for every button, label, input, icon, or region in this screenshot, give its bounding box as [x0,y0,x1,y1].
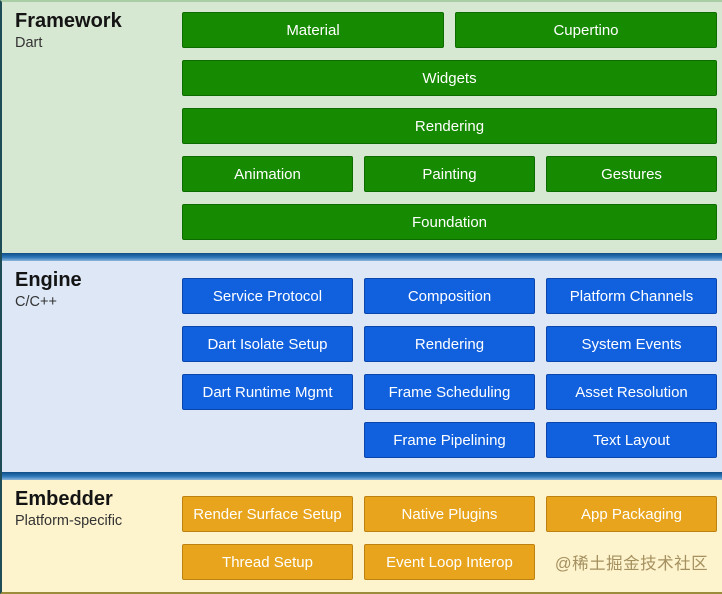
node-thread-setup: Thread Setup [182,544,353,580]
engine-subtitle: C/C++ [15,294,57,310]
node-render-surface-setup: Render Surface Setup [182,496,353,532]
node-dart-runtime-mgmt: Dart Runtime Mgmt [182,374,353,410]
watermark: @稀土掘金技术社区 [554,555,709,573]
node-system-events: System Events [546,326,717,362]
node-rendering-framework: Rendering [182,108,717,144]
node-asset-resolution: Asset Resolution [546,374,717,410]
embedder-title: Embedder [15,488,113,510]
node-dart-isolate-setup: Dart Isolate Setup [182,326,353,362]
node-animation: Animation [182,156,353,192]
node-frame-scheduling: Frame Scheduling [364,374,535,410]
node-text-layout: Text Layout [546,422,717,458]
node-native-plugins: Native Plugins [364,496,535,532]
engine-title: Engine [15,269,82,291]
engine-nodes: Service Protocol Composition Platform Ch… [182,261,717,472]
node-app-packaging: App Packaging [546,496,717,532]
node-rendering-engine: Rendering [364,326,535,362]
node-event-loop-interop: Event Loop Interop [364,544,535,580]
engine-layer: Engine C/C++ Service Protocol Compositio… [2,261,722,472]
framework-layer: Framework Dart Material Cupertino Widget… [2,2,722,253]
framework-subtitle: Dart [15,35,43,51]
node-platform-channels: Platform Channels [546,278,717,314]
layer-divider [2,472,722,480]
layer-divider [2,253,722,261]
node-service-protocol: Service Protocol [182,278,353,314]
engine-label-block: Engine C/C++ [2,261,182,472]
framework-row-1: Material Cupertino [182,12,717,48]
node-cupertino: Cupertino [455,12,717,48]
embedder-subtitle: Platform-specific [15,513,123,529]
node-widgets: Widgets [182,60,717,96]
embedder-label-block: Embedder Platform-specific [2,480,182,592]
node-frame-pipelining: Frame Pipelining [364,422,535,458]
embedder-nodes: Render Surface Setup Native Plugins App … [182,480,717,592]
framework-title: Framework [15,10,122,32]
framework-label-block: Framework Dart [2,2,182,253]
node-gestures: Gestures [546,156,717,192]
embedder-layer: Embedder Platform-specific Render Surfac… [2,480,722,592]
node-painting: Painting [364,156,535,192]
node-material: Material [182,12,444,48]
node-composition: Composition [364,278,535,314]
node-foundation: Foundation [182,204,717,240]
framework-nodes: Material Cupertino Widgets Rendering Ani… [182,2,717,253]
